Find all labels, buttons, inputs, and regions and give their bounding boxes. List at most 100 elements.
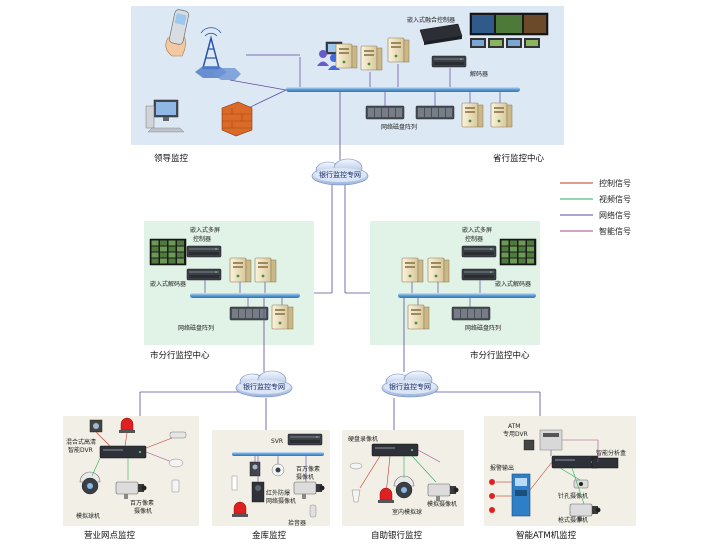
branch1-dvr-line2: 智能DVR: [68, 446, 93, 454]
display-wall-icon: [469, 12, 549, 48]
computer-icon: [145, 99, 185, 133]
branch4-gun-label: 枪式摄像机: [558, 516, 588, 524]
city-right-disk-array-label: 网络磁盘阵列: [465, 324, 501, 332]
branch4-atm-line2: 专用DVR: [503, 430, 528, 438]
atm-title: 智能ATM机监控: [516, 530, 577, 541]
atm-panel: ATM 专用DVR 报警输出 智能分析盒 针孔摄像机: [484, 416, 636, 526]
branch3-recorder-label: 硬盘录像机: [348, 435, 378, 443]
top-disk-array-2: [415, 105, 455, 120]
analysis-box-icon: [591, 457, 619, 469]
pinhole-camera-icon: [573, 479, 589, 489]
vault-keypad-icon: [249, 461, 261, 477]
top-server-3: [387, 37, 410, 63]
city-left-videowall-icon: [149, 238, 187, 266]
top-server-1: [335, 43, 358, 69]
city-right-decoder-icon: [461, 268, 497, 281]
svr-icon: [287, 433, 323, 446]
city-branch-right-panel: 嵌入式多屏 控制器 嵌入式解码器 网络磁盘阵列: [370, 221, 540, 345]
city-right-videowall-icon: [499, 238, 537, 266]
bank-network-cloud-left: 银行监控专网: [235, 370, 293, 398]
city-right-server-2: [427, 257, 450, 283]
cloud-top-label: 银行监控专网: [319, 170, 361, 179]
firewall-icon: [221, 101, 253, 137]
city-right-controller-icon: [461, 245, 497, 258]
top-server-4: [461, 102, 484, 128]
wireless-tower-icon: [195, 27, 241, 80]
city-right-decoder-label: 嵌入式解码器: [495, 280, 531, 288]
top-disk-array-label: 网络磁盘阵列: [381, 123, 417, 131]
branch4-atm-line1: ATM: [508, 423, 520, 430]
legend-control-label: 控制信号: [599, 178, 631, 188]
city-left-controller-line1: 嵌入式多屏: [190, 226, 220, 234]
city-left-decoder-label: 嵌入式解码器: [150, 280, 186, 288]
city-right-disk-array-icon: [451, 306, 491, 321]
branch2-camera-line2: 摄像机: [296, 473, 314, 481]
vault-title: 金库监控: [252, 530, 287, 541]
branch4-alarm-out-label: 报警输出: [490, 464, 514, 472]
branch1-camera-line1: 百万像素: [130, 499, 154, 507]
smoke-detector-icon: [168, 458, 184, 468]
branch4-analysis-label: 智能分析盒: [596, 449, 626, 457]
branch3-indoor-label: 室内模拟球: [392, 508, 422, 516]
legend-video-label: 视频信号: [599, 194, 631, 204]
branch4-pinhole-label: 针孔摄像机: [558, 492, 588, 500]
city-right-server-1: [401, 257, 424, 283]
city-right-title: 市分行监控中心: [470, 350, 530, 361]
city-right-server-3: [407, 304, 430, 330]
vault-dome-camera-icon: [271, 463, 285, 477]
city-left-controller-icon: [186, 245, 222, 258]
vault-panel: SVR 百万像素 摄像机 红外防爆 网络摄像机 拾音器: [212, 430, 330, 527]
city-left-disk-array-icon: [229, 306, 269, 321]
city-left-decoder-icon: [186, 268, 222, 281]
branch2-ir-line1: 红外防爆: [266, 489, 290, 497]
city-left-server-2: [254, 257, 277, 283]
city-left-disk-array-label: 网络磁盘阵列: [178, 324, 214, 332]
branch3-sensor-icon: [349, 462, 363, 470]
city-left-bus: [190, 293, 300, 298]
city-right-controller-line2: 控制器: [465, 235, 483, 243]
self-service-title: 自助银行监控: [371, 530, 423, 541]
branch3-pir-icon: [351, 489, 361, 503]
top-server-2: [360, 45, 383, 71]
pickup-icon: [309, 504, 317, 518]
atm-machine-icon: [511, 473, 531, 517]
cloud-left-label: 银行监控专网: [243, 382, 285, 391]
city-right-bus: [398, 293, 536, 298]
bank-network-cloud-right: 银行监控专网: [381, 370, 439, 398]
branch1-dvr-icon: [99, 445, 147, 459]
cloud-right-label: 银行监控专网: [389, 382, 431, 391]
atm-dvr-icon: [539, 429, 563, 451]
door-sensor-icon: [231, 475, 238, 491]
branch2-camera-line1: 百万像素: [296, 465, 320, 473]
switch-icon: [169, 431, 187, 439]
branch1-dvr-line1: 混合式高清: [66, 438, 96, 446]
legend-network-label: 网络信号: [599, 210, 631, 220]
city-left-server-1: [229, 257, 252, 283]
mobile-phone-icon: [165, 9, 189, 57]
branch1-camera-line2: 摄像机: [134, 507, 152, 515]
decoder-icon: [431, 55, 467, 68]
decoder-label: 解码器: [470, 70, 488, 78]
branch2-pickup-label: 拾音器: [288, 519, 306, 527]
branch-outlet-title: 营业网点监控: [84, 530, 136, 541]
atm-keypad-icon: [523, 439, 535, 451]
signal-legend: 控制信号 视频信号 网络信号 智能信号: [560, 178, 631, 236]
top-disk-array-1: [365, 105, 405, 120]
city-branch-left-panel: 嵌入式多屏 控制器 嵌入式解码器 网络磁盘阵列: [144, 221, 314, 345]
city-right-controller-line1: 嵌入式多屏: [462, 226, 492, 234]
branch2-svr-label: SVR: [271, 438, 283, 445]
embedded-controller-label: 嵌入式融合控制器: [407, 16, 455, 24]
leader-monitoring-label: 领导监控: [154, 153, 189, 164]
branch2-bus: [232, 452, 324, 456]
embedded-fusion-controller-icon: [419, 23, 463, 45]
city-left-controller-line2: 控制器: [193, 235, 211, 243]
provincial-center-label: 省行监控中心: [493, 153, 545, 164]
branch3-recorder-icon: [371, 443, 419, 457]
self-service-panel: 硬盘录像机 室内模拟球 模拟摄像机: [342, 430, 464, 526]
city-left-title: 市分行监控中心: [150, 350, 210, 361]
branch-outlet-panel: 混合式高清 智能DVR 模拟球机 百万像素 摄像机: [63, 416, 199, 526]
keypad-icon: [89, 419, 103, 433]
branch1-dome-label: 模拟球机: [76, 512, 100, 520]
